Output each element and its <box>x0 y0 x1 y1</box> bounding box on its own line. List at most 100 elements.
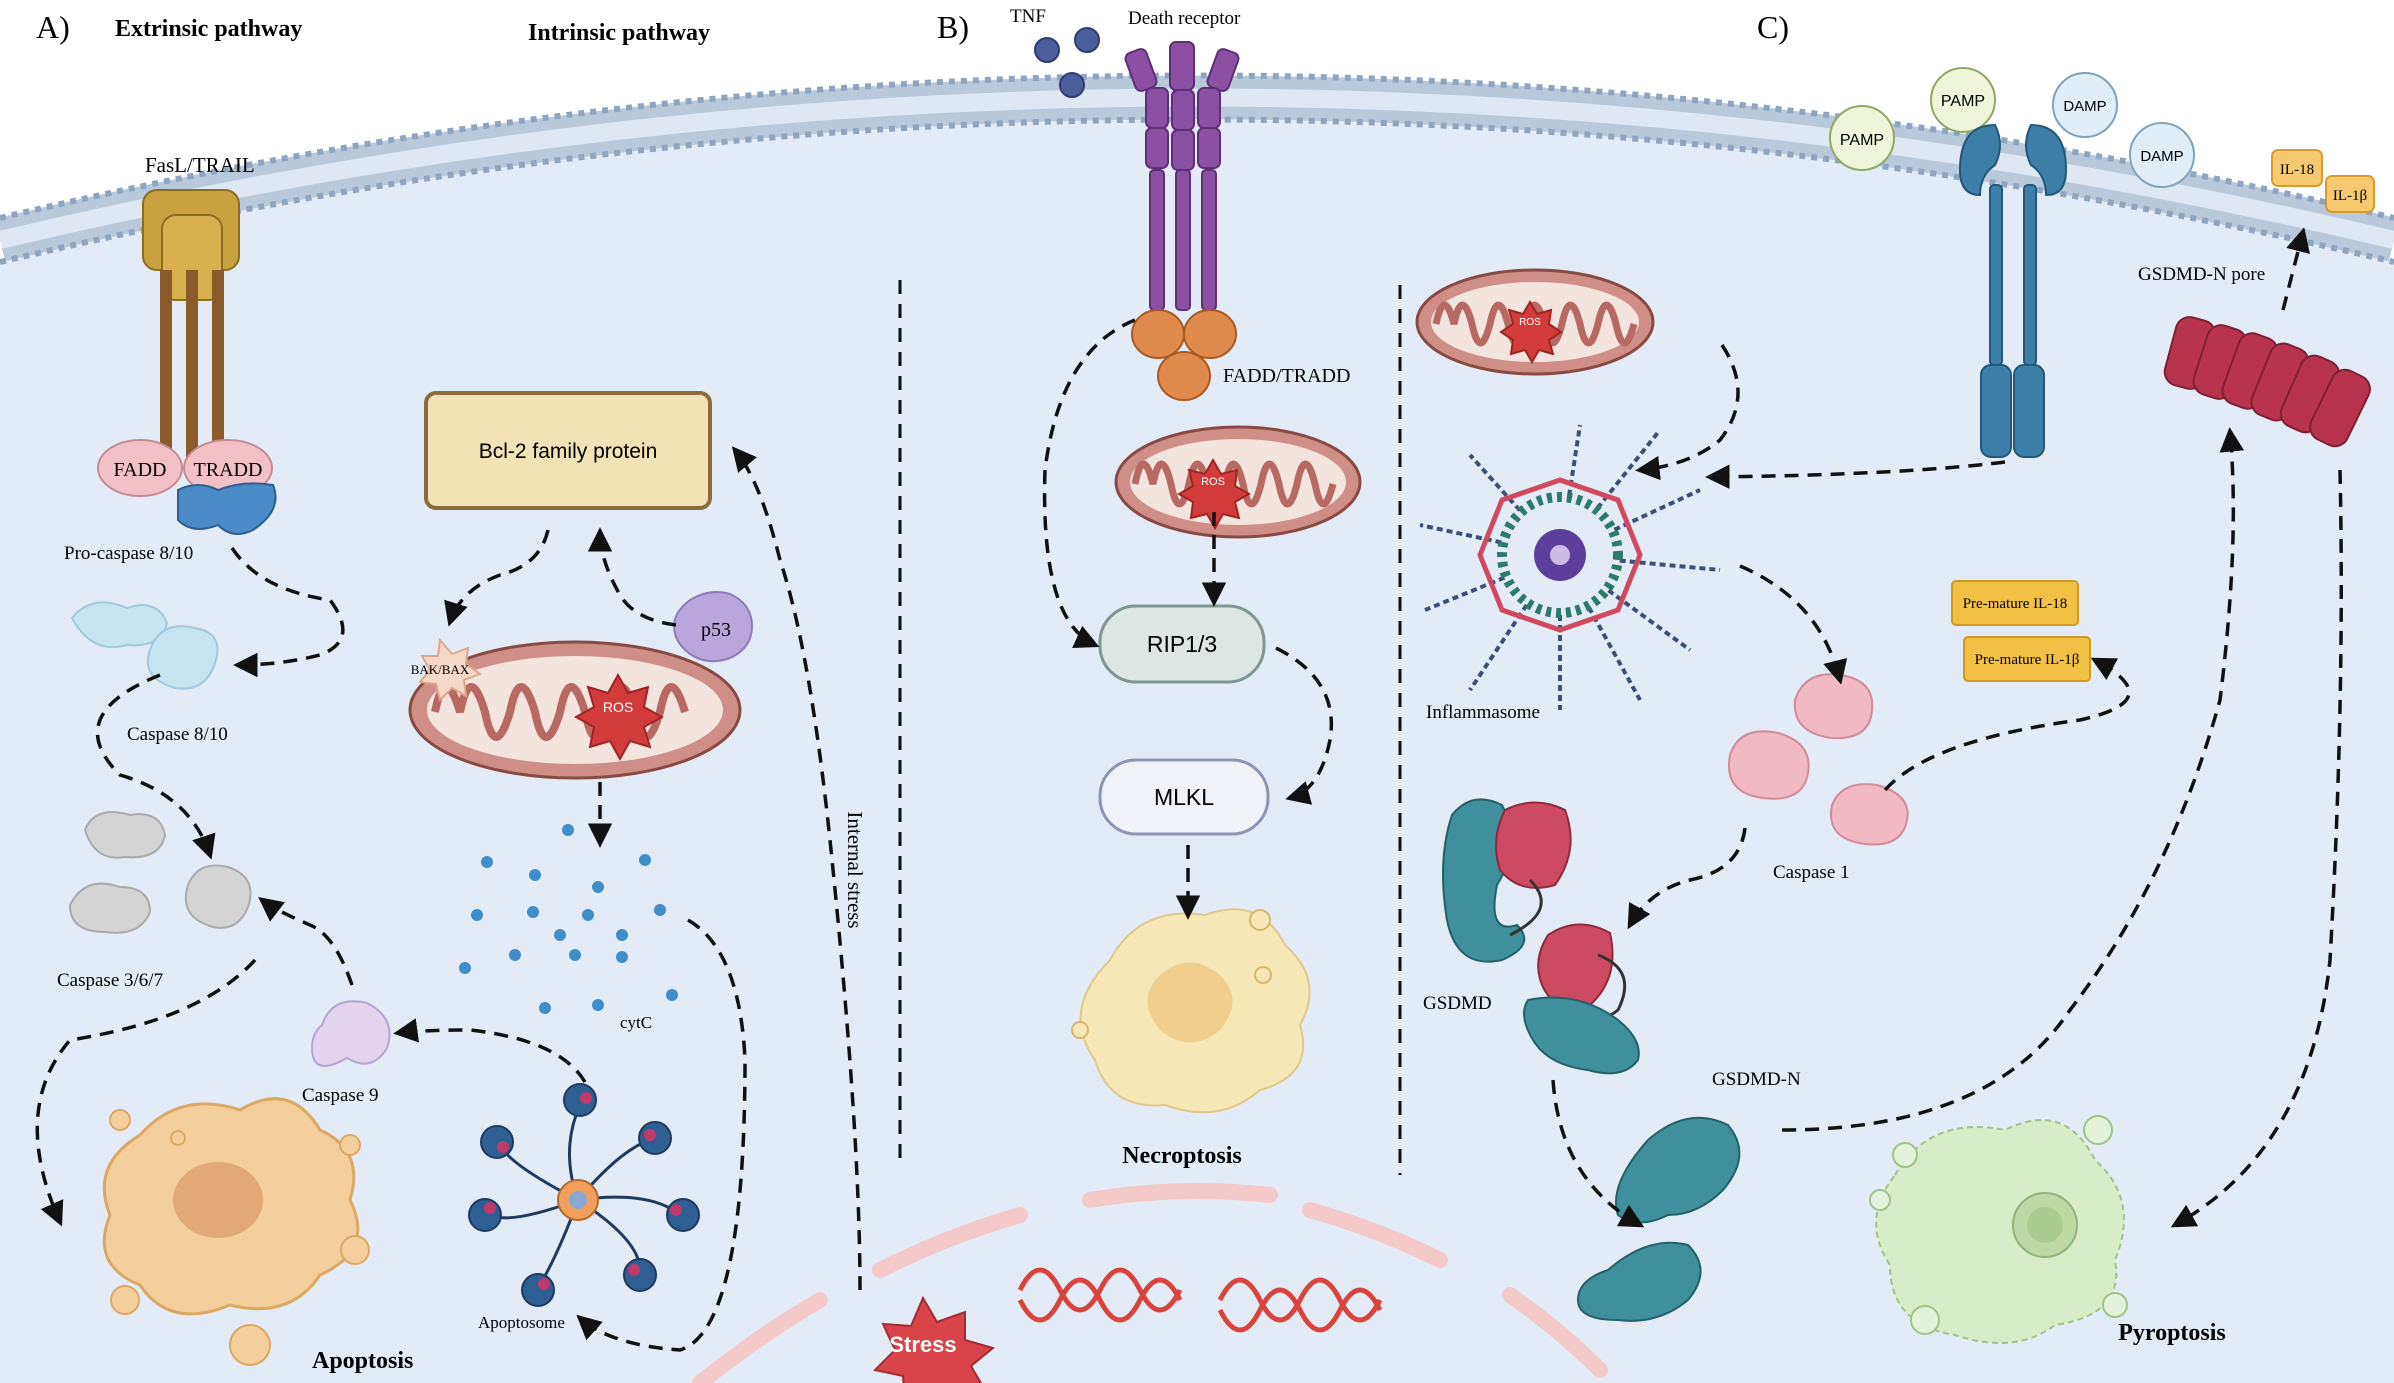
damp-molecules <box>2052 72 2195 188</box>
tradd-label: TRADD <box>194 459 263 481</box>
fasl-trail-label: FasL/TRAIL <box>145 153 255 177</box>
bak-bax-protein: BAK/BAX <box>411 637 483 702</box>
apoptosome-label: Apoptosome <box>478 1313 565 1332</box>
death-receptor-label: Death receptor <box>1128 8 1241 29</box>
pamp-label-2: PAMP <box>1941 93 1985 110</box>
arrow-procaspase-to-caspase8 <box>230 547 345 678</box>
arrow-gsdmdn-to-pore <box>1781 427 2245 1132</box>
gsdmd-protein <box>1442 798 1572 963</box>
tlr-receptor <box>1958 123 2068 458</box>
panel-c-letter: C) <box>1757 9 1789 45</box>
arrow-rip-to-mlkl <box>1275 646 1334 805</box>
apoptotic-cell <box>102 1097 370 1366</box>
fadd-label: FADD <box>114 459 167 481</box>
intrinsic-mitochondrion <box>408 640 742 780</box>
caspase-3-6-7-shapes <box>68 811 252 934</box>
il1b-box: IL-1β <box>2325 175 2375 213</box>
intrinsic-pathway-title: Intrinsic pathway <box>528 20 710 46</box>
intrinsic-ros-label: ROS <box>603 699 633 715</box>
panel-b-letter: B) <box>937 9 969 45</box>
arrow-apoptosome-to-caspase9 <box>393 1018 587 1083</box>
caspase-1-label: Caspase 1 <box>1773 862 1850 883</box>
necrotic-cell <box>1071 908 1311 1114</box>
bak-bax-label: BAK/BAX <box>411 662 470 677</box>
internal-stress-label: Internal stress <box>843 811 867 928</box>
pre-il1b-box: Pre-mature IL-1β <box>1963 636 2091 682</box>
pro-caspase-shape <box>177 482 277 535</box>
tnf-ligands <box>1034 27 1100 98</box>
gsdmd-pore-label: GSDMD-N pore <box>2138 264 2265 285</box>
bcl2-label: Bcl-2 family protein <box>479 440 658 463</box>
gsdmd-n-pore <box>2163 316 2371 448</box>
rip1-3-box: RIP1/3 <box>1098 604 1266 684</box>
inflammasome-label: Inflammasome <box>1426 702 1540 723</box>
arrow-mito-to-inflammasome <box>1635 344 1740 481</box>
p53-protein: p53 <box>672 591 754 663</box>
damp-label-2: DAMP <box>2140 148 2183 165</box>
inflammasome <box>1419 424 1721 710</box>
mlkl-box: MLKL <box>1098 758 1270 836</box>
caspase-9-label: Caspase 9 <box>302 1085 379 1106</box>
pyroptosis-ros-label: ROS <box>1519 317 1541 328</box>
caspase-3-6-7-label: Caspase 3/6/7 <box>57 970 163 991</box>
fadd-tradd-adaptor <box>1131 309 1237 401</box>
apoptosis-label: Apoptosis <box>312 1348 413 1374</box>
dna-strands <box>1017 1267 1383 1333</box>
necroptosis-mitochondrion: ROS <box>1114 425 1362 539</box>
caspase-1-shapes <box>1728 673 1909 846</box>
arrow-caspase9-to-caspase3 <box>258 897 354 986</box>
arrow-bcl2-to-bakbax <box>444 529 550 627</box>
caspase-8-10-label: Caspase 8/10 <box>127 724 228 745</box>
gsdmd-cleaved <box>1523 923 1640 1075</box>
pamp-label-1: PAMP <box>1840 132 1884 149</box>
arrow-caspase1-to-premature <box>1883 657 2131 792</box>
panel-a-letter: A) <box>36 9 70 45</box>
arrow-caspase8-to-caspase3 <box>95 673 216 860</box>
necroptosis-ros-label: ROS <box>1201 476 1225 488</box>
il1b-label: IL-1β <box>2333 188 2367 204</box>
arrow-cytc-to-apoptosome <box>576 918 747 1352</box>
arrow-stress-to-bcl2 <box>731 446 862 1291</box>
bcl2-box: Bcl-2 family protein <box>424 391 712 510</box>
gsdmd-n-fragments <box>1576 1116 1741 1322</box>
cytochrome-c-dots <box>459 824 678 1014</box>
caspase-9-shape <box>310 1000 391 1067</box>
pre-il18-label: Pre-mature IL-18 <box>1963 596 2068 612</box>
pathway-arrows <box>35 227 2343 1352</box>
pyroptotic-cell <box>1869 1115 2128 1344</box>
arrow-tlr-to-inflammasome <box>1705 460 2006 490</box>
arrow-pore-to-pyroptotic-cell <box>2170 469 2343 1228</box>
cytc-label: cytC <box>620 1013 652 1032</box>
stress-burst: Stress <box>872 1295 996 1383</box>
fadd-adaptor: FADD <box>97 439 183 497</box>
arrow-fadd-to-rip <box>1042 318 1136 649</box>
p53-label: p53 <box>701 619 731 641</box>
caspase-8-10-shapes <box>70 601 219 690</box>
rip1-3-label: RIP1/3 <box>1147 631 1217 657</box>
fadd-tradd-label: FADD/TRADD <box>1223 365 1350 387</box>
mlkl-label: MLKL <box>1154 784 1214 810</box>
death-receptor <box>1124 41 1240 311</box>
arrow-inflammasome-to-caspase1 <box>1739 564 1848 685</box>
tnf-label: TNF <box>1010 6 1046 27</box>
apoptosome <box>468 1083 700 1307</box>
arrow-pore-to-cytokines <box>2281 227 2310 311</box>
pro-caspase-label: Pro-caspase 8/10 <box>64 543 193 564</box>
arrow-gsdmd-to-fragments <box>1551 1079 1645 1228</box>
pre-il18-box: Pre-mature IL-18 <box>1951 580 2079 626</box>
extrinsic-pathway-title: Extrinsic pathway <box>115 16 302 42</box>
pre-il1b-label: Pre-mature IL-1β <box>1975 652 2080 668</box>
gsdmd-label: GSDMD <box>1423 993 1492 1014</box>
pamp-molecules <box>1829 67 1996 171</box>
fas-receptor <box>142 189 240 460</box>
intrinsic-ros-burst: ROS <box>573 672 665 762</box>
arrow-caspase3-to-apoptosis <box>35 958 257 1227</box>
necroptosis-label: Necroptosis <box>1122 1143 1242 1169</box>
arrow-caspase1-to-gsdmd <box>1627 827 1747 930</box>
stress-label: Stress <box>889 1332 956 1357</box>
il18-box: IL-18 <box>2271 149 2323 187</box>
pyroptosis-mitochondrion: ROS <box>1415 268 1655 376</box>
damp-label-1: DAMP <box>2063 98 2106 115</box>
arrow-p53-to-bcl2 <box>587 527 677 627</box>
